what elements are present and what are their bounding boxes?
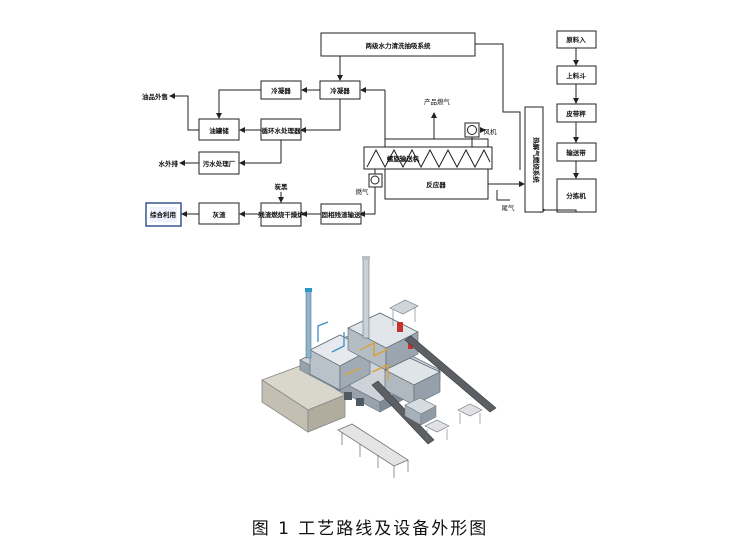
- chain-label-4: 输送带: [566, 148, 586, 157]
- chain-label-2: 上料斗: [566, 71, 586, 80]
- figure-caption: 图 1 工艺路线及设备外形图: [252, 519, 489, 539]
- burner-icon: [370, 175, 380, 185]
- oil-out-label: 油品外售: [142, 92, 168, 101]
- incline-conveyor-2: [371, 380, 435, 445]
- screw-conveyor: [363, 146, 493, 170]
- top-system-label: 两级水力清洗抽吸系统: [366, 41, 432, 50]
- station-3: [457, 403, 483, 417]
- table-conveyor: [337, 423, 409, 467]
- product-gas-label: 产品燃气: [424, 97, 451, 106]
- vertical-box-label: 热解气燃烧系统: [532, 137, 541, 183]
- flowchart: [145, 30, 597, 227]
- flowchart-labels: 两级水力清洗抽吸系统 原料入 上料斗 皮带秤 输送带 分拣机 螺旋输送机 反应器…: [142, 35, 586, 219]
- chain-box-5: [556, 178, 597, 213]
- chimney-tall: [362, 257, 370, 339]
- station-2: [424, 419, 450, 433]
- carbon-label: 炭黑: [275, 182, 289, 191]
- top-right-structure: [389, 299, 419, 315]
- water-treat-label: 循环水处理器: [262, 126, 302, 135]
- burner-label: 燃气: [356, 187, 370, 196]
- chimney-left: [305, 289, 312, 359]
- conveyor-zigzag: [366, 148, 491, 169]
- final-box-label: 综合利用: [150, 210, 176, 219]
- chain-label-3: 皮带秤: [566, 109, 586, 118]
- ash-label: 灰渣: [213, 210, 227, 219]
- condenser-top-label: 冷凝器: [330, 86, 350, 95]
- dryer-label: 残渣燃烧干燥炉: [258, 210, 304, 219]
- water-out-label: 水外排: [159, 159, 179, 168]
- chamber-label: 反应器: [426, 180, 446, 189]
- incline-conveyor-1: [404, 335, 497, 413]
- residue-label: 固相残渣输送: [322, 210, 362, 219]
- fan-icon: [467, 125, 477, 135]
- oil-tank-label: 油罐储: [209, 126, 229, 135]
- chain-label-1: 原料入: [566, 35, 586, 44]
- equipment-illustration: [261, 256, 497, 478]
- pump-1: [344, 392, 352, 400]
- fan-label: 风机: [484, 127, 498, 136]
- conveyor-label: 螺旋输送机: [387, 154, 420, 163]
- chain-label-5: 分拣机: [566, 191, 586, 200]
- red-bin-1: [397, 322, 403, 332]
- sewage-label: 污水处理厂: [203, 159, 236, 168]
- condenser-label: 冷凝器: [271, 86, 291, 95]
- pump-2: [356, 398, 364, 406]
- exhaust-label: 尾气: [502, 203, 516, 212]
- vertical-combustion-box: [524, 106, 544, 213]
